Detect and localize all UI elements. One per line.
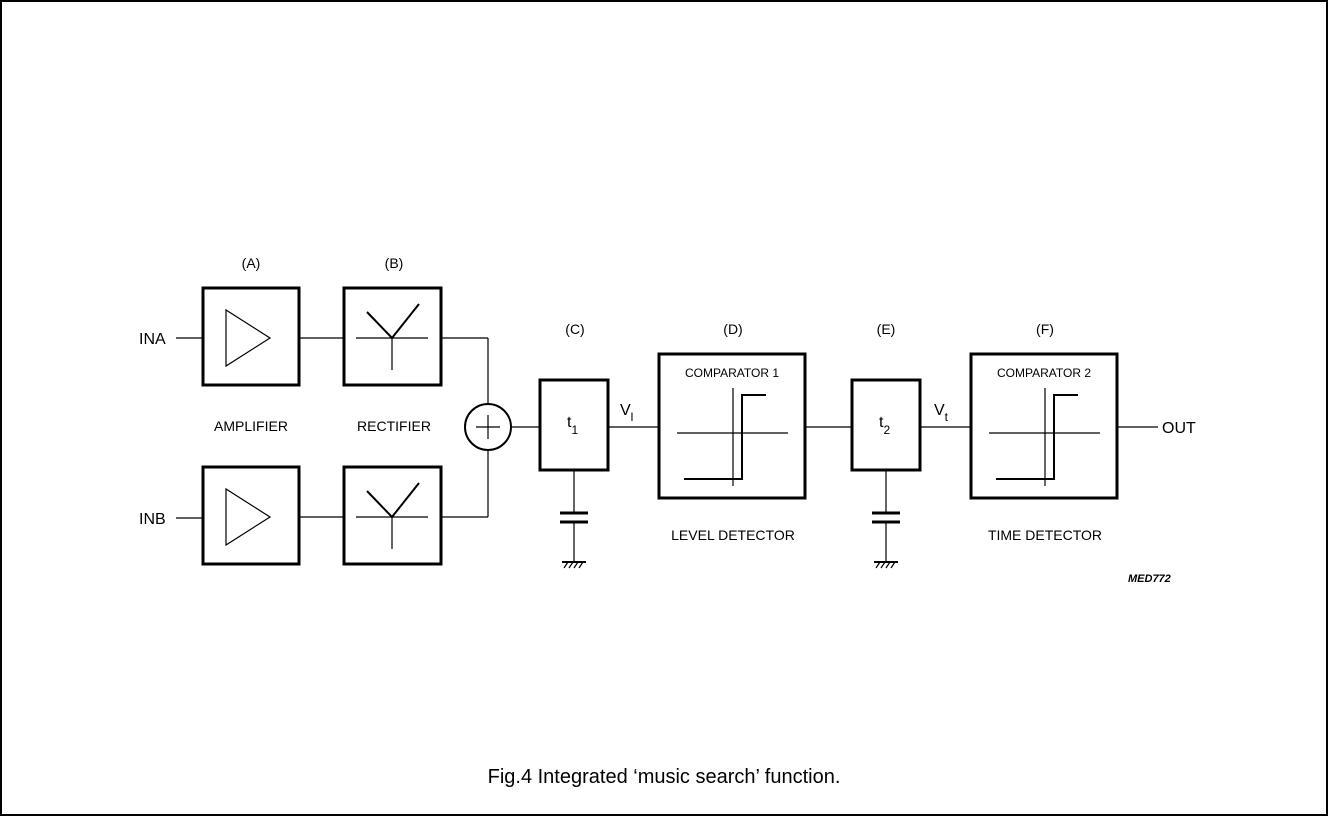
block-e-letter: (E) xyxy=(877,321,896,337)
input-a-label: INA xyxy=(139,331,166,348)
block-a-name: AMPLIFIER xyxy=(214,418,288,434)
rectifier-a-symbol-icon xyxy=(356,303,428,370)
figure-caption: Fig.4 Integrated ‘music search’ function… xyxy=(488,766,841,788)
capacitor-c-icon xyxy=(560,470,588,562)
block-b-letter: (B) xyxy=(385,255,404,271)
ground-c-icon xyxy=(562,561,586,569)
signal-vl-label: Vl xyxy=(620,402,633,424)
amplifier-a-box xyxy=(201,286,301,387)
comparator-2-label: COMPARATOR 2 xyxy=(997,366,1091,380)
block-d-letter: (D) xyxy=(723,321,742,337)
block-e-time-constant: t2 xyxy=(879,414,890,437)
ground-e-icon xyxy=(874,561,898,569)
rectifier-b-box xyxy=(342,465,443,566)
block-f-letter: (F) xyxy=(1036,321,1054,337)
comparator-2-hysteresis-icon xyxy=(989,388,1100,486)
amplifier-b-box xyxy=(201,465,301,566)
capacitor-e-icon xyxy=(872,470,900,562)
rectifier-a-box xyxy=(342,286,443,387)
comparator-2-box xyxy=(969,352,1119,500)
rectifier-b-symbol-icon xyxy=(356,482,428,549)
comparator-1-box xyxy=(657,352,807,500)
block-b-name: RECTIFIER xyxy=(357,418,431,434)
input-b-label: INB xyxy=(139,511,166,528)
comparator-1-label: COMPARATOR 1 xyxy=(685,366,779,380)
block-a-letter: (A) xyxy=(242,255,261,271)
block-f-name: TIME DETECTOR xyxy=(988,527,1102,543)
reference-code: MED772 xyxy=(1128,573,1171,585)
block-c-letter: (C) xyxy=(565,321,584,337)
block-c-time-constant: t1 xyxy=(567,414,578,437)
amplifier-b-triangle-icon xyxy=(225,487,272,547)
block-d-name: LEVEL DETECTOR xyxy=(671,527,795,543)
comparator-1-hysteresis-icon xyxy=(677,388,788,486)
amplifier-a-triangle-icon xyxy=(225,308,272,368)
signal-vt-label: Vt xyxy=(934,402,949,424)
output-label: OUT xyxy=(1162,420,1196,437)
